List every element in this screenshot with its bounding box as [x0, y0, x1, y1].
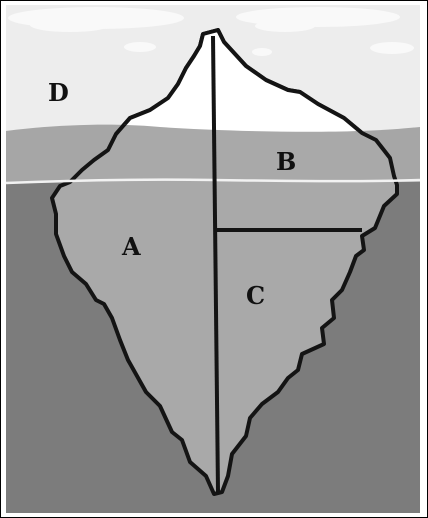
label-d: D — [48, 78, 69, 107]
label-a: A — [121, 232, 141, 261]
clouds — [8, 7, 414, 56]
iceberg — [50, 28, 399, 496]
vertical-divider — [211, 35, 220, 493]
label-c: C — [246, 281, 265, 310]
label-b: B — [276, 147, 296, 176]
